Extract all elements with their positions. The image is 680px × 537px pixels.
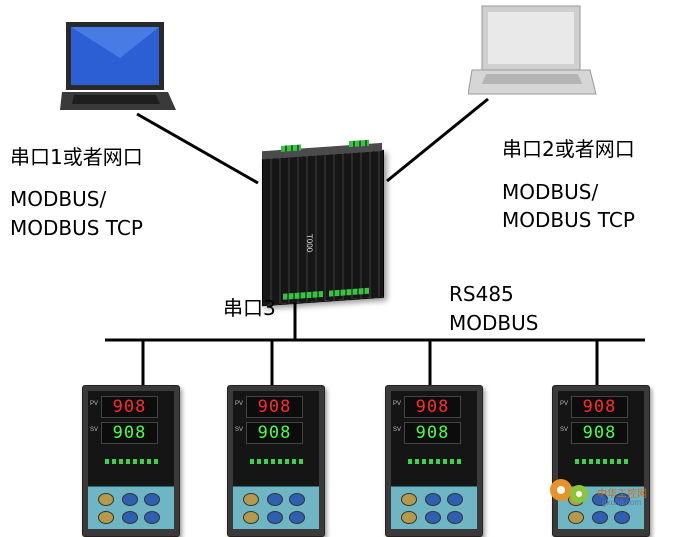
up-arrow-icon — [447, 493, 463, 506]
up-arrow-icon — [122, 493, 138, 506]
controller-2-sv-display: 908 — [246, 422, 303, 444]
down-arrow-icon — [592, 511, 608, 524]
laptop-1 — [60, 22, 176, 110]
key-icon — [401, 493, 417, 506]
controller-3-sv-display: 908 — [404, 422, 461, 444]
controller-2-pv-display: 908 — [246, 396, 303, 418]
keypad — [391, 486, 477, 529]
link-laptop1 — [136, 112, 259, 185]
key-icon — [568, 511, 584, 524]
key-icon — [98, 493, 114, 506]
controller-4-sv-display: 908 — [571, 422, 628, 444]
controller-1-pv-display: 908 — [101, 396, 158, 418]
up-arrow-icon — [592, 493, 608, 506]
controller-3-pv-display: 908 — [404, 396, 461, 418]
key-icon — [243, 511, 259, 524]
watermark-text: 中华工控网 — [597, 489, 647, 500]
status-leds — [408, 459, 464, 464]
link-laptop2 — [386, 97, 489, 183]
gear-logo-icon — [550, 479, 588, 503]
port1-protocol-line2: MODBUS TCP — [10, 216, 143, 240]
controller-1-sv-display: 908 — [101, 422, 158, 444]
port3-label: 串口3 — [223, 296, 276, 320]
up-arrow-icon — [425, 493, 441, 506]
port2-label: 串口2或者网口 — [502, 137, 635, 161]
bus-label-line1: RS485 — [449, 282, 514, 306]
down-arrow-icon — [289, 511, 305, 524]
key-icon — [243, 493, 259, 506]
key-icon — [98, 511, 114, 524]
port1-protocol-line1: MODBUS/ — [10, 187, 107, 211]
up-arrow-icon — [614, 493, 630, 506]
keypad — [233, 486, 319, 529]
key-icon — [401, 511, 417, 524]
down-arrow-icon — [267, 511, 283, 524]
port1-label: 串口1或者网口 — [10, 145, 143, 169]
status-leds — [105, 459, 161, 464]
down-arrow-icon — [425, 511, 441, 524]
gateway-device: T000 — [262, 139, 384, 307]
port2-protocol-line1: MODBUS/ — [502, 180, 599, 204]
down-arrow-icon — [447, 511, 463, 524]
connection-lines — [105, 97, 645, 385]
bus-label-line2: MODBUS — [449, 311, 539, 335]
watermark-url: gkong.com — [602, 498, 642, 507]
up-arrow-icon — [289, 493, 305, 506]
up-arrow-icon — [267, 493, 283, 506]
down-arrow-icon — [144, 511, 160, 524]
status-leds — [575, 459, 631, 464]
gateway-model: T000 — [305, 233, 314, 253]
controller-4-pv-display: 908 — [571, 396, 628, 418]
laptop-2 — [468, 5, 597, 95]
status-leds — [250, 459, 306, 464]
up-arrow-icon — [144, 493, 160, 506]
down-arrow-icon — [122, 511, 138, 524]
down-arrow-icon — [614, 511, 630, 524]
keypad — [88, 486, 174, 529]
port2-protocol-line2: MODBUS TCP — [502, 208, 635, 232]
